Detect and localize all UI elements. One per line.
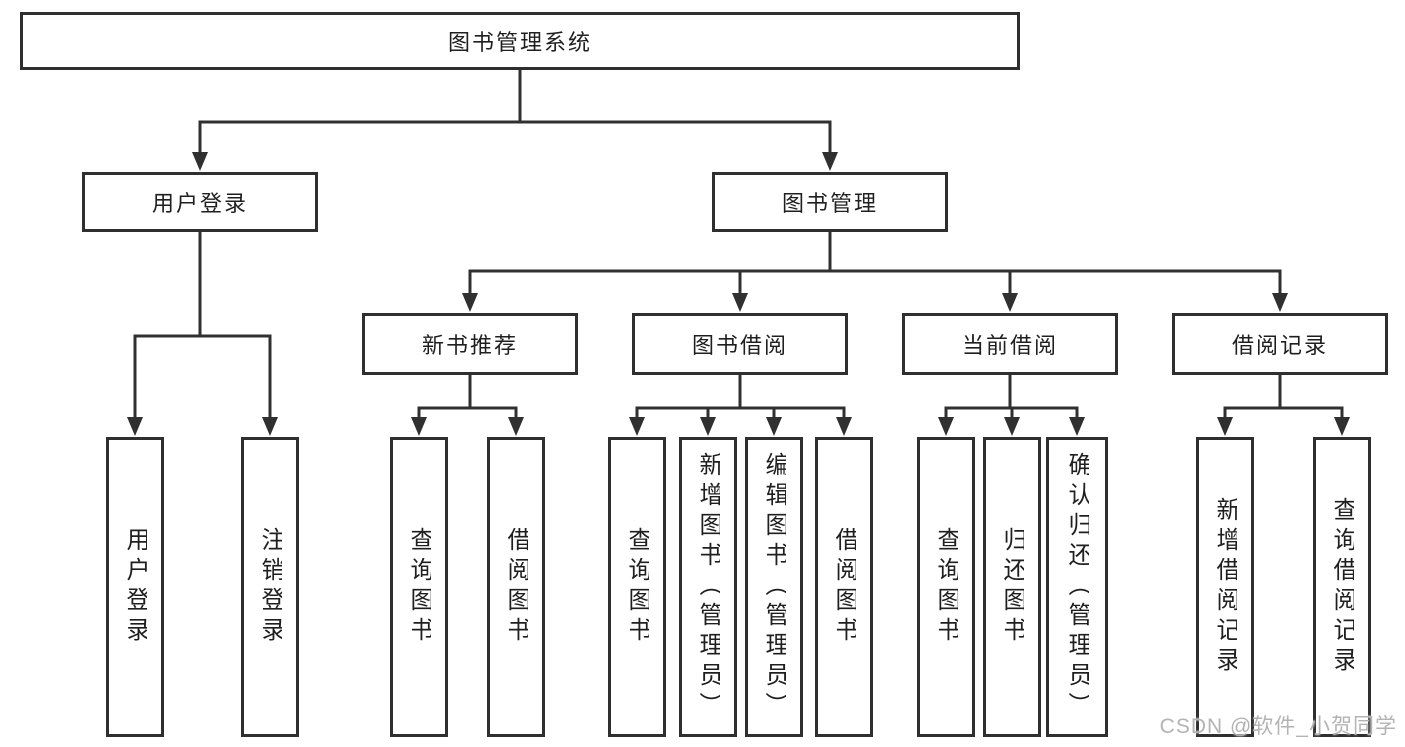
node-new-book-recommend-label: 新书推荐 bbox=[421, 333, 518, 358]
node-leaf-user-login-label: 用户登录 bbox=[123, 527, 147, 647]
node-leaf-return-books-label: 归还图书 bbox=[1000, 527, 1024, 647]
node-leaf-query-books-recommend: 查询图书 bbox=[390, 437, 448, 737]
node-current-borrow: 当前借阅 bbox=[902, 313, 1118, 375]
node-leaf-query-books-recommend-label: 查询图书 bbox=[407, 527, 431, 647]
node-root-system-label: 图书管理系统 bbox=[447, 30, 592, 55]
node-root-system: 图书管理系统 bbox=[20, 12, 1020, 70]
node-leaf-query-books-borrow-label: 查询图书 bbox=[625, 527, 649, 647]
node-new-book-recommend: 新书推荐 bbox=[362, 313, 578, 375]
node-book-management: 图书管理 bbox=[712, 172, 948, 232]
csdn-watermark: CSDN @软件_小贺同学 bbox=[1159, 715, 1397, 738]
node-user-login: 用户登录 bbox=[82, 172, 318, 232]
node-leaf-confirm-return-admin: 确认归还（管理员） bbox=[1046, 437, 1108, 737]
node-leaf-add-borrow-record-label: 新增借阅记录 bbox=[1213, 497, 1237, 677]
node-leaf-edit-book-admin-label: 编辑图书（管理员） bbox=[762, 452, 786, 722]
node-book-management-label: 图书管理 bbox=[781, 191, 878, 216]
node-leaf-logout-label: 注销登录 bbox=[258, 527, 282, 647]
node-leaf-user-login: 用户登录 bbox=[106, 437, 164, 737]
node-leaf-borrow-books: 借阅图书 bbox=[815, 437, 873, 737]
node-leaf-add-book-admin: 新增图书（管理员） bbox=[679, 437, 737, 737]
node-borrow-records: 借阅记录 bbox=[1172, 313, 1388, 375]
node-leaf-return-books: 归还图书 bbox=[983, 437, 1041, 737]
node-leaf-query-borrow-record: 查询借阅记录 bbox=[1313, 437, 1371, 737]
node-book-borrow: 图书借阅 bbox=[632, 313, 848, 375]
node-leaf-query-books-current-label: 查询图书 bbox=[934, 527, 958, 647]
node-leaf-add-book-admin-label: 新增图书（管理员） bbox=[696, 452, 720, 722]
node-leaf-borrow-books-recommend-label: 借阅图书 bbox=[504, 527, 528, 647]
node-book-borrow-label: 图书借阅 bbox=[691, 333, 788, 358]
node-leaf-query-books-current: 查询图书 bbox=[917, 437, 975, 737]
node-user-login-label: 用户登录 bbox=[151, 191, 248, 216]
node-leaf-query-borrow-record-label: 查询借阅记录 bbox=[1330, 497, 1354, 677]
arrowheads bbox=[127, 152, 1350, 436]
node-borrow-records-label: 借阅记录 bbox=[1231, 333, 1328, 358]
node-leaf-edit-book-admin: 编辑图书（管理员） bbox=[745, 437, 803, 737]
node-current-borrow-label: 当前借阅 bbox=[961, 333, 1058, 358]
node-leaf-borrow-books-recommend: 借阅图书 bbox=[487, 437, 545, 737]
node-leaf-borrow-books-label: 借阅图书 bbox=[832, 527, 856, 647]
node-leaf-logout: 注销登录 bbox=[241, 437, 299, 737]
node-leaf-confirm-return-admin-label: 确认归还（管理员） bbox=[1065, 452, 1089, 722]
node-leaf-query-books-borrow: 查询图书 bbox=[608, 437, 666, 737]
node-leaf-add-borrow-record: 新增借阅记录 bbox=[1196, 437, 1254, 737]
